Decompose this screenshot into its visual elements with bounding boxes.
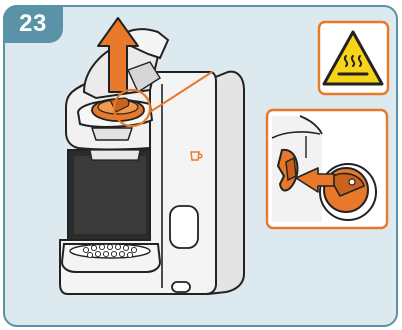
warning-box	[319, 22, 388, 94]
power-button[interactable]	[172, 282, 190, 292]
water-window	[170, 206, 198, 248]
detail-box	[267, 110, 387, 228]
coffee-machine	[60, 29, 244, 294]
disc-detail[interactable]	[320, 164, 376, 220]
